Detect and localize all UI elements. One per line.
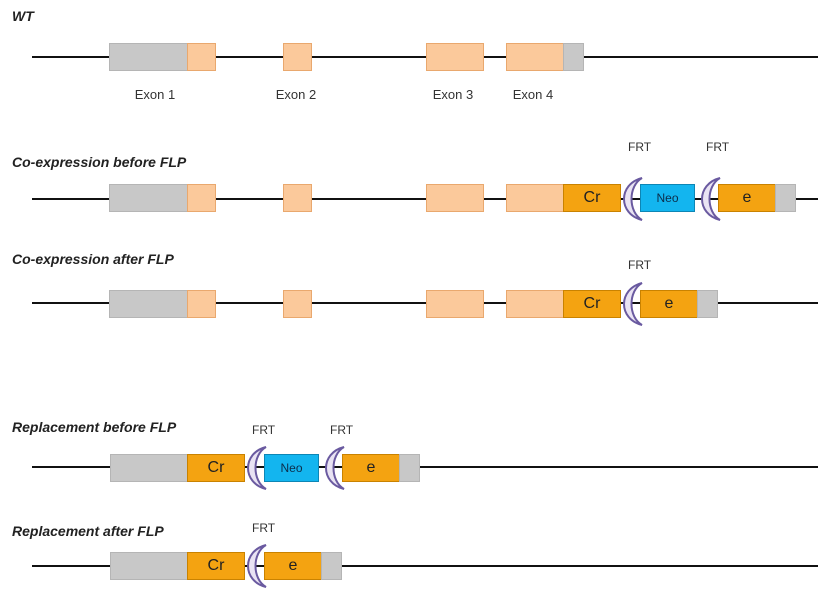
co-before-exon-4 [506, 184, 564, 212]
title-co-before: Co-expression before FLP [12, 154, 187, 170]
frt-label-co-before-2: FRT [706, 140, 730, 154]
title-rep-before: Replacement before FLP [12, 419, 177, 435]
co-before-exon-2 [283, 184, 312, 212]
rep-after-utr-5 [110, 552, 188, 580]
rep-before-utr-3 [399, 454, 420, 482]
exon-3-label: Exon 3 [432, 87, 474, 102]
co-after-utr-3 [697, 290, 718, 318]
frt-site-rep-before-2 [325, 446, 345, 490]
co-after-dna-line [32, 302, 818, 304]
frt-site-co-before-2 [701, 177, 721, 221]
wt-exon-4 [506, 43, 564, 71]
frt-label-rep-before-2: FRT [330, 423, 354, 437]
frt-site-rep-after [247, 544, 267, 588]
wt-utr-5 [109, 43, 188, 71]
rep-after-utr-3 [321, 552, 342, 580]
co-after-utr-5 [109, 290, 188, 318]
co-before-cre-part-1: Cr [563, 184, 621, 212]
wt-exon-1 [187, 43, 216, 71]
co-before-utr-3 [775, 184, 796, 212]
wt-utr-3 [563, 43, 584, 71]
wt-exon-2 [283, 43, 312, 71]
frt-label-co-after: FRT [628, 258, 652, 272]
wt-dna-line [32, 56, 818, 58]
co-after-cre-part-2: e [640, 290, 698, 318]
co-before-exon-3 [426, 184, 484, 212]
co-before-neo-cassette: Neo [640, 184, 695, 212]
frt-site-co-before-1 [623, 177, 643, 221]
co-before-utr-5 [109, 184, 188, 212]
co-after-exon-4 [506, 290, 564, 318]
exon-1-label: Exon 1 [134, 87, 176, 102]
rep-after-cre-part-1: Cr [187, 552, 245, 580]
frt-label-rep-after: FRT [252, 521, 276, 535]
rep-before-neo-cassette: Neo [264, 454, 319, 482]
rep-before-cre-part-2: e [342, 454, 400, 482]
wt-exon-3 [426, 43, 484, 71]
rep-before-cre-part-1: Cr [187, 454, 245, 482]
co-after-cre-part-1: Cr [563, 290, 621, 318]
co-before-exon-1 [187, 184, 216, 212]
title-co-after: Co-expression after FLP [12, 251, 174, 267]
co-before-dna-line [32, 198, 818, 200]
co-after-exon-2 [283, 290, 312, 318]
frt-label-co-before-1: FRT [628, 140, 652, 154]
frt-site-co-after [623, 282, 643, 326]
rep-after-dna-line [32, 565, 818, 567]
co-after-exon-3 [426, 290, 484, 318]
rep-before-utr-5 [110, 454, 188, 482]
co-after-exon-1 [187, 290, 216, 318]
title-wt: WT [12, 8, 34, 24]
rep-after-cre-part-2: e [264, 552, 322, 580]
frt-site-rep-before-1 [247, 446, 267, 490]
exon-2-label: Exon 2 [275, 87, 317, 102]
exon-4-label: Exon 4 [512, 87, 554, 102]
rep-before-dna-line [32, 466, 818, 468]
co-before-cre-part-2: e [718, 184, 776, 212]
title-rep-after: Replacement after FLP [12, 523, 164, 539]
frt-label-rep-before-1: FRT [252, 423, 276, 437]
